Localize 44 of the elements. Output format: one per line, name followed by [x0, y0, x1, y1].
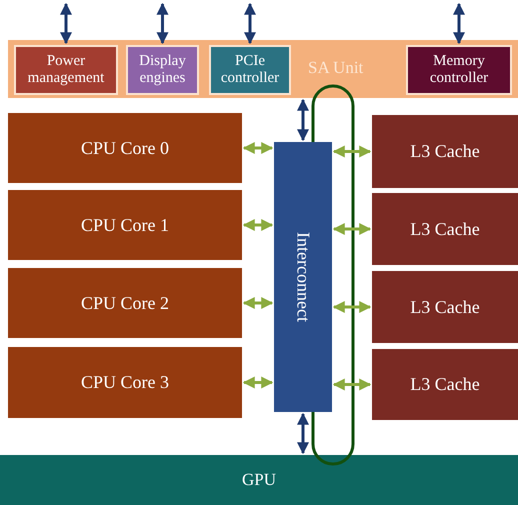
arrow — [242, 219, 274, 231]
arrow — [297, 412, 309, 454]
arrow — [453, 2, 465, 44]
arrow — [332, 378, 372, 390]
block-label: L3 Cache — [410, 374, 480, 395]
block-box — [8, 347, 242, 418]
block-label: PCIe controller — [220, 52, 280, 88]
arrow — [60, 2, 72, 44]
block-box — [372, 115, 518, 188]
block-box — [0, 455, 518, 505]
unit-band — [8, 40, 518, 98]
arrow — [332, 223, 372, 235]
arrow — [242, 297, 274, 309]
block-label: Display engines — [138, 52, 187, 88]
arrow — [297, 98, 309, 142]
block-label: Interconnect — [292, 232, 314, 322]
block-label: CPU Core 1 — [80, 214, 169, 236]
component-box — [406, 45, 512, 95]
arrow — [242, 376, 274, 388]
block-label: L3 Cache — [410, 141, 480, 162]
block-box — [8, 190, 242, 260]
interconnect-bar — [274, 142, 332, 412]
block-label: CPU Core 3 — [80, 372, 169, 393]
arrow — [156, 2, 168, 44]
block-box — [372, 271, 518, 343]
component-box — [14, 45, 118, 95]
block-label: Memory controller — [428, 52, 490, 88]
arrow — [244, 2, 256, 44]
block-label: CPU Core 2 — [80, 292, 169, 314]
component-box — [209, 45, 291, 95]
block-label: Power management — [26, 52, 106, 88]
block-label: L3 Cache — [410, 218, 480, 240]
block-box — [372, 349, 518, 420]
block-label: GPU — [242, 470, 276, 490]
arrow — [332, 301, 372, 313]
block-box — [8, 113, 242, 183]
block-box — [372, 193, 518, 265]
arrow — [242, 142, 274, 154]
block-label: SA Unit — [308, 58, 364, 78]
arrow — [332, 146, 372, 158]
block-label: L3 Cache — [410, 296, 480, 318]
block-label: CPU Core 0 — [80, 138, 169, 158]
component-box — [126, 45, 199, 95]
block-box — [8, 268, 242, 338]
